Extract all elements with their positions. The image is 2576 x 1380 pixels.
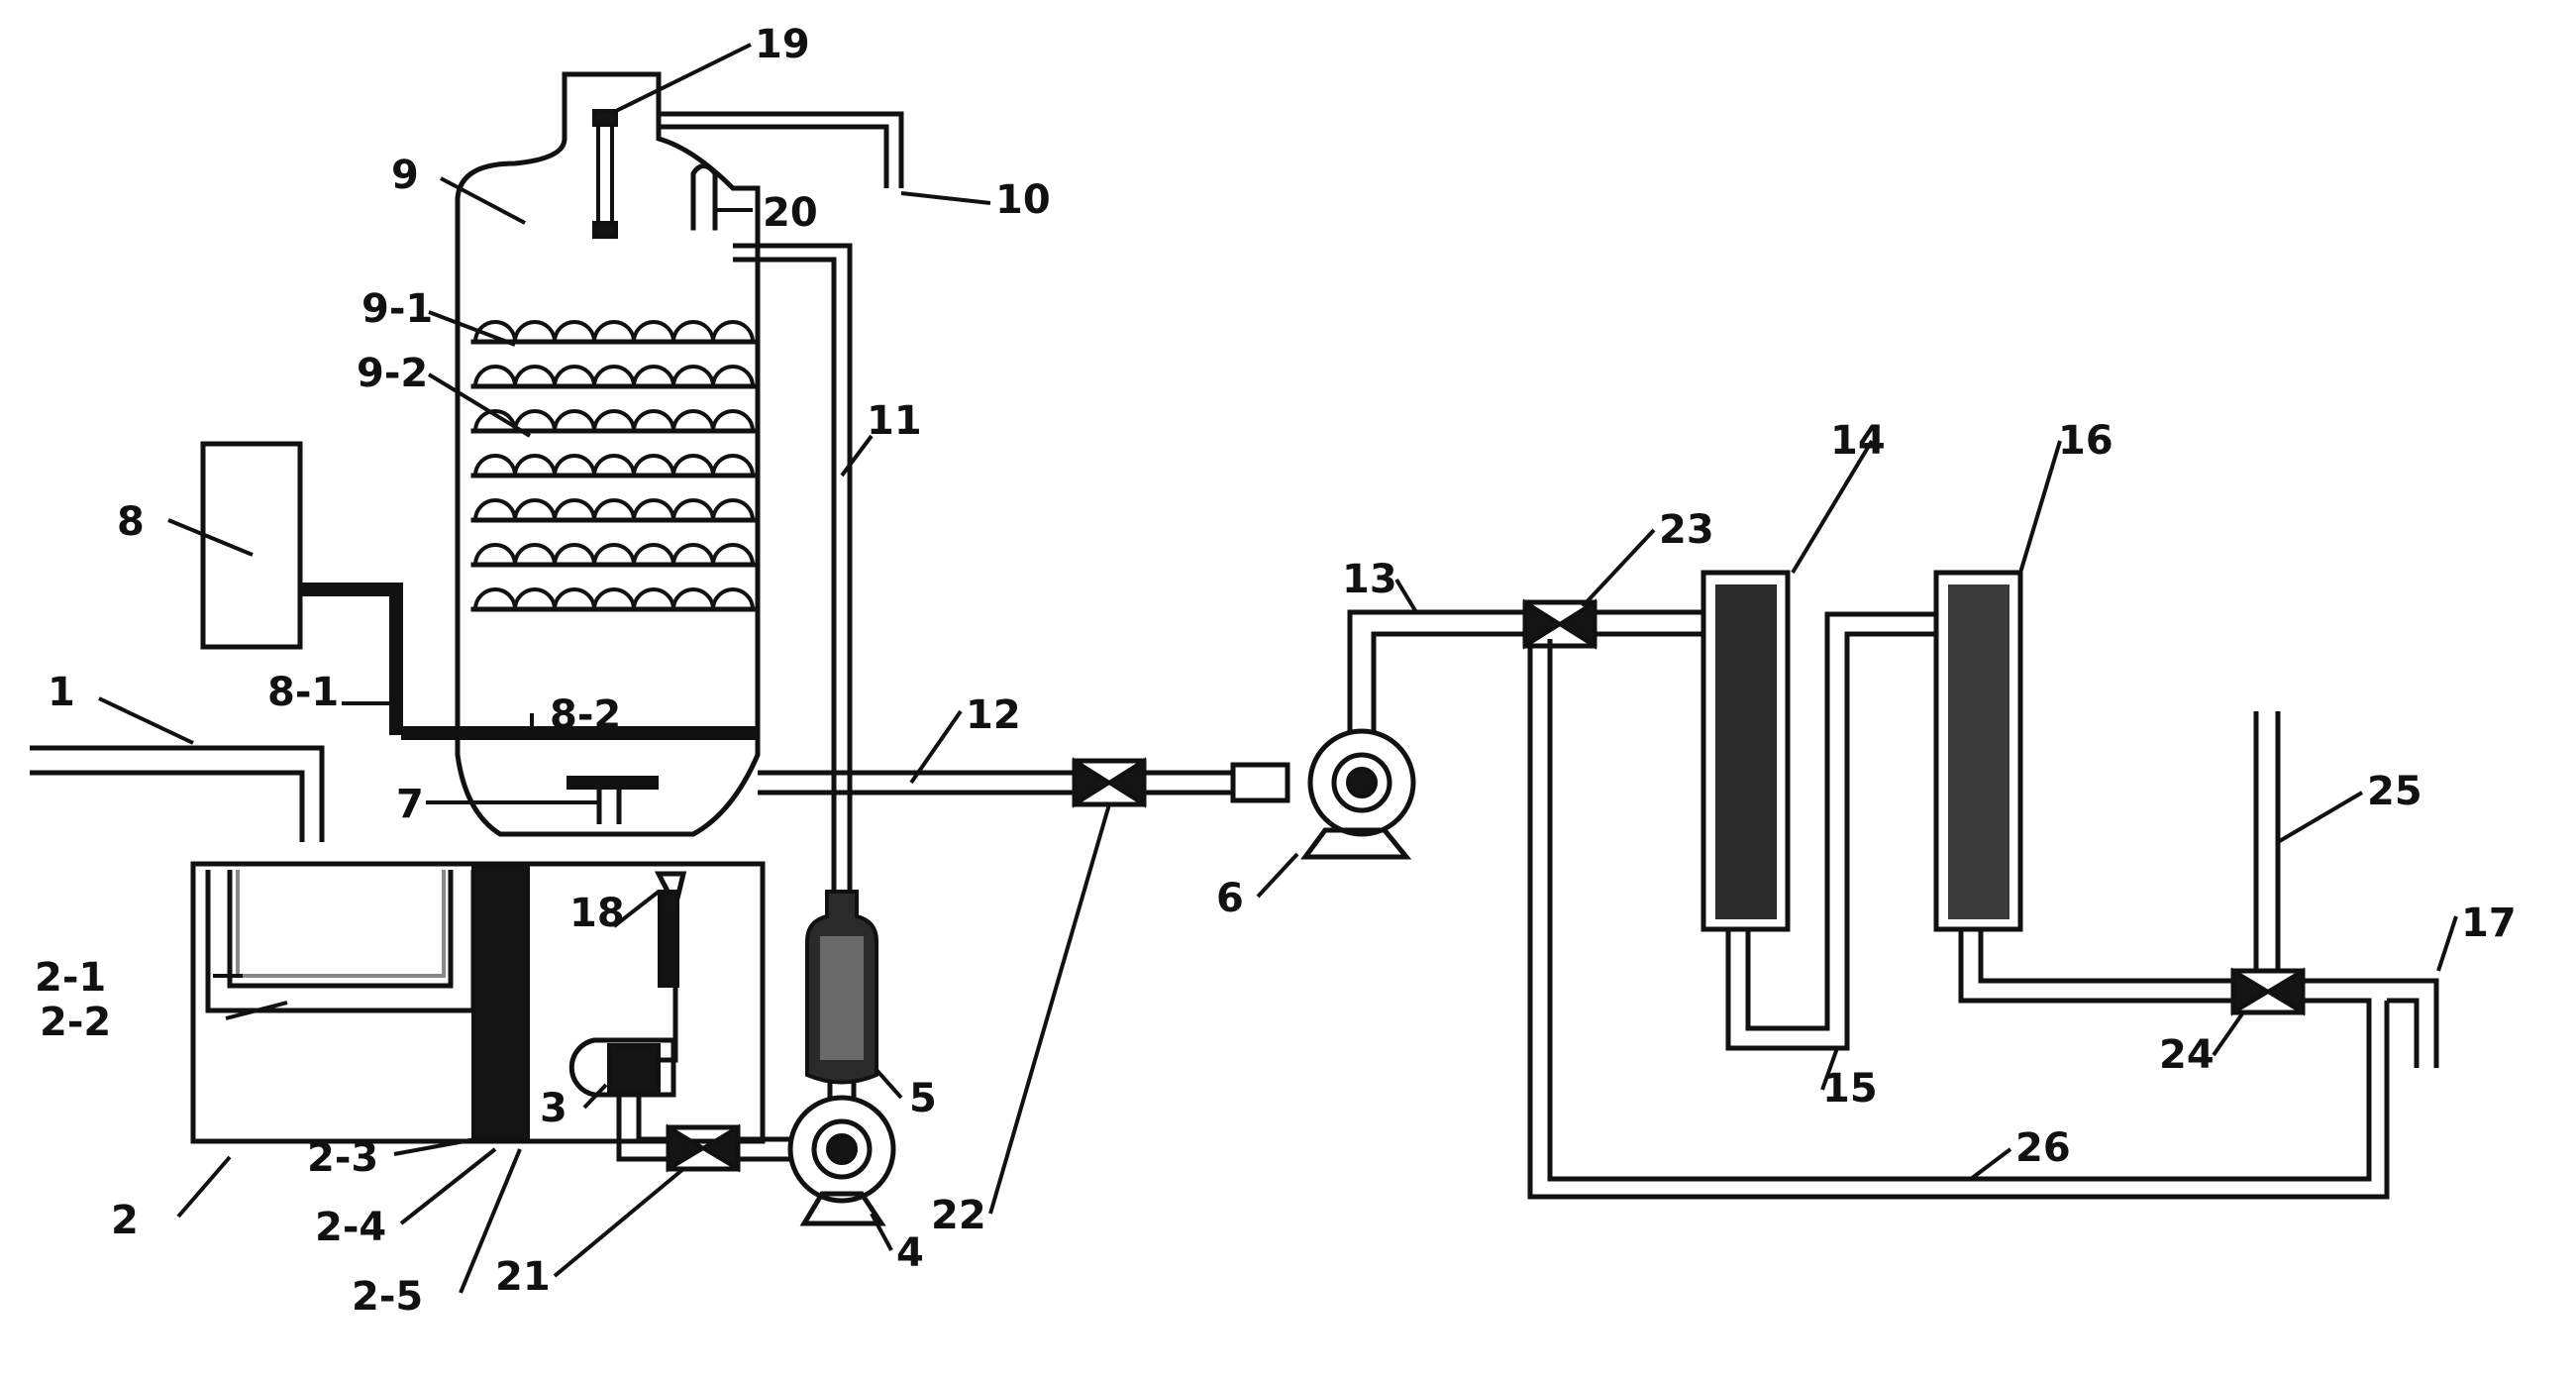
column-9 <box>401 71 761 837</box>
label-20: 20 <box>763 190 818 236</box>
label-11: 11 <box>867 398 922 444</box>
valve-24 <box>1527 639 2439 1200</box>
leader-lines <box>98 43 2458 1294</box>
exhaust-pipe-10 <box>659 111 904 188</box>
tank-2 <box>190 861 766 1144</box>
valve-21 <box>666 1123 792 1173</box>
label-3: 3 <box>540 1086 567 1131</box>
part-labels: 1 2 2-1 2-2 2-3 2-4 2-5 3 4 5 6 7 8 8-1 … <box>35 22 2517 1320</box>
membrane-module-16 <box>1933 570 2233 1004</box>
blower-8 <box>200 441 403 735</box>
label-1: 1 <box>48 670 75 715</box>
label-2-1: 2-1 <box>35 955 106 1001</box>
label-26: 26 <box>2015 1125 2071 1171</box>
label-15: 15 <box>1822 1066 1878 1112</box>
label-16: 16 <box>2058 418 2113 464</box>
pump-6 <box>1300 609 1525 860</box>
label-14: 14 <box>1830 418 1886 464</box>
label-13: 13 <box>1342 557 1397 602</box>
filter-5 <box>733 243 878 1085</box>
pump-4 <box>787 1075 896 1226</box>
label-8: 8 <box>117 499 145 545</box>
label-23: 23 <box>1659 507 1714 553</box>
label-9-2: 9-2 <box>357 351 428 396</box>
label-12: 12 <box>966 692 1021 738</box>
label-4: 4 <box>896 1230 924 1276</box>
label-22: 22 <box>931 1193 986 1238</box>
label-7: 7 <box>396 782 424 827</box>
label-2-3: 2-3 <box>307 1135 378 1181</box>
label-2-2: 2-2 <box>40 1000 111 1045</box>
label-25: 25 <box>2367 769 2422 814</box>
membrane-module-14 <box>1700 570 1936 1051</box>
label-19: 19 <box>755 22 810 67</box>
label-2-5: 2-5 <box>352 1274 423 1320</box>
label-5: 5 <box>909 1076 937 1121</box>
label-21: 21 <box>495 1254 551 1300</box>
label-9: 9 <box>391 153 419 198</box>
label-2-4: 2-4 <box>315 1205 386 1250</box>
label-24: 24 <box>2159 1032 2215 1078</box>
label-6: 6 <box>1216 876 1244 921</box>
valve-22 <box>1072 757 1290 808</box>
label-8-1: 8-1 <box>267 670 339 715</box>
label-8-2: 8-2 <box>550 692 621 738</box>
tray-stack <box>470 320 761 612</box>
label-9-1: 9-1 <box>361 286 433 332</box>
valve-23 <box>1522 598 1703 650</box>
label-18: 18 <box>569 891 625 936</box>
submersible-pump-3 <box>568 1037 676 1162</box>
inlet-pipe-1 <box>30 745 325 842</box>
label-10: 10 <box>995 177 1051 223</box>
label-17: 17 <box>2461 901 2517 946</box>
label-2: 2 <box>111 1198 139 1243</box>
